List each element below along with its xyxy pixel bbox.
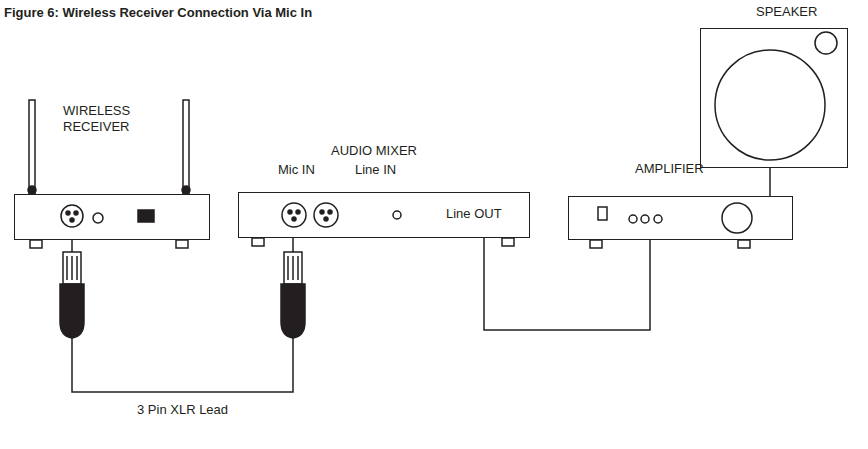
- antenna: [183, 100, 189, 194]
- tweeter: [815, 32, 837, 54]
- socket-pin: [296, 210, 300, 214]
- jack-socket: [393, 211, 401, 219]
- antenna-base: [28, 186, 36, 194]
- xlr-socket: [282, 203, 306, 227]
- xlr-plug-head: [63, 252, 81, 284]
- device-box: AMPLIFIER: [568, 196, 793, 240]
- control-knob: [629, 215, 637, 223]
- device-label: AMPLIFIER: [635, 161, 704, 177]
- socket-pin: [74, 211, 78, 215]
- plug-ridge: [76, 256, 78, 280]
- socket-pin: [328, 210, 332, 214]
- antenna: [29, 100, 35, 194]
- xlr-plug-head: [284, 252, 302, 284]
- xlr-plug-body: [281, 284, 305, 338]
- plug-ridge: [292, 256, 294, 280]
- power-switch: [598, 207, 607, 220]
- port-label: Line OUT: [446, 206, 502, 222]
- xlr-plug-body: [60, 284, 84, 338]
- xlr-socket: [61, 205, 83, 227]
- cable: [72, 238, 293, 392]
- socket-pin: [324, 217, 328, 221]
- plug-ridge: [287, 256, 289, 280]
- plug-ridge: [297, 256, 299, 280]
- device-label: AUDIO MIXER: [331, 143, 417, 159]
- foot: [590, 240, 602, 248]
- port-label: Mic IN: [278, 162, 315, 178]
- antenna-base: [182, 186, 190, 194]
- display: [138, 210, 154, 222]
- socket-pin: [288, 210, 292, 214]
- plug-ridge: [71, 256, 73, 280]
- indicator-light: [93, 213, 103, 223]
- foot: [30, 240, 42, 248]
- socket-pin: [70, 218, 74, 222]
- device-box: SPEAKER: [700, 28, 848, 168]
- device-label: SPEAKER: [756, 4, 817, 20]
- device-box: AUDIO MIXERLine OUT: [238, 192, 530, 238]
- control-knob: [654, 215, 662, 223]
- device-box: WIRELESS RECEIVER: [14, 194, 210, 240]
- socket-pin: [320, 210, 324, 214]
- volume-knob: [722, 203, 752, 233]
- cable-label: 3 Pin XLR Lead: [137, 402, 228, 418]
- foot: [738, 240, 750, 248]
- device-label: WIRELESS RECEIVER: [63, 103, 147, 135]
- foot: [176, 240, 188, 248]
- socket-pin: [292, 217, 296, 221]
- plug-ridge: [66, 256, 68, 280]
- foot: [252, 238, 264, 246]
- cable: [769, 168, 771, 196]
- socket-pin: [66, 211, 70, 215]
- woofer: [715, 50, 825, 160]
- port-label: Line IN: [355, 162, 396, 178]
- control-knob: [641, 215, 649, 223]
- xlr-socket: [314, 203, 338, 227]
- figure-title: Figure 6: Wireless Receiver Connection V…: [4, 5, 312, 21]
- foot: [502, 238, 514, 246]
- cable: [484, 238, 650, 330]
